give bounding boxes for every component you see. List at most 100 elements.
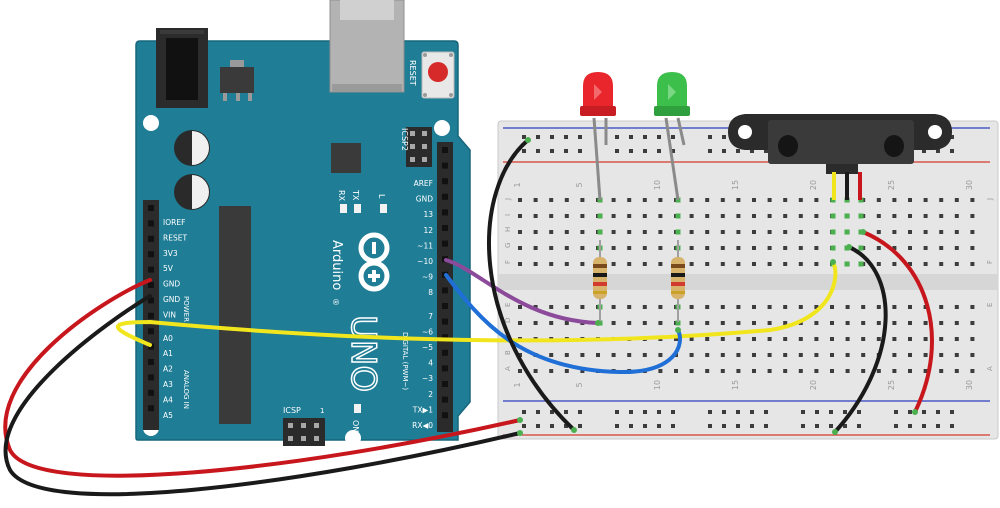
breadboard-hole <box>892 262 897 266</box>
connected-hole <box>830 245 836 251</box>
breadboard-hole <box>892 230 897 234</box>
breadboard-hole <box>954 214 959 218</box>
breadboard-hole <box>892 369 897 373</box>
rail-hole <box>629 410 633 414</box>
breadboard-hole <box>627 353 632 357</box>
left-pin-label: A1 <box>163 349 173 358</box>
breadboard-hole <box>736 321 741 325</box>
on-led <box>354 404 361 413</box>
breadboard-hole <box>705 246 710 250</box>
breadboard-hole <box>830 321 834 325</box>
connected-hole <box>858 213 864 219</box>
rail-hole <box>936 410 940 414</box>
rail-hole <box>736 424 740 428</box>
row-letter-e: E <box>504 303 512 307</box>
rail-hole <box>522 424 526 428</box>
reset-label: RESET <box>408 60 417 86</box>
breadboard-hole <box>876 246 881 250</box>
rail-hole <box>643 424 647 428</box>
breadboard-hole <box>564 305 569 309</box>
rail-hole <box>708 410 712 414</box>
breadboard-hole <box>658 353 663 357</box>
breadboard-hole <box>642 353 647 357</box>
breadboard-hole <box>627 198 632 202</box>
breadboard-hole <box>533 321 538 325</box>
breadboard-hole <box>564 198 569 202</box>
breadboard-hole <box>518 230 522 234</box>
breadboard-hole <box>689 305 694 309</box>
header-pin <box>148 374 154 381</box>
breadboard-hole <box>923 230 928 234</box>
breadboard-hole <box>720 369 725 373</box>
left-pin-label: A2 <box>163 365 173 374</box>
col-number-30: 30 <box>965 180 974 190</box>
breadboard-hole <box>908 262 912 266</box>
breadboard-hole <box>954 369 959 373</box>
breadboard-hole <box>814 353 819 357</box>
rail-hole <box>536 135 540 139</box>
rail-hole <box>671 424 675 428</box>
breadboard-hole <box>861 337 866 341</box>
breadboard-hole <box>720 337 725 341</box>
breadboard-hole <box>892 214 897 218</box>
breadboard-hole <box>861 353 866 357</box>
breadboard-hole <box>518 198 522 202</box>
col-number-1: 1 <box>513 182 522 187</box>
breadboard-hole <box>689 214 694 218</box>
breadboard-hole <box>658 230 663 234</box>
rail-hole <box>950 149 954 153</box>
green-led <box>654 72 690 201</box>
breadboard-hole <box>611 353 616 357</box>
rail-hole <box>894 410 898 414</box>
breadboard-hole <box>549 262 554 266</box>
breadboard-hole <box>580 369 585 373</box>
rail-hole <box>736 410 740 414</box>
breadboard-hole <box>611 198 616 202</box>
col-number-25-bottom: 25 <box>887 380 896 390</box>
breadboard-hole <box>642 262 647 266</box>
reset-button[interactable] <box>421 51 455 99</box>
breadboard-hole <box>814 230 819 234</box>
header-pin <box>148 297 154 304</box>
red-led <box>580 72 616 201</box>
breadboard-hole <box>705 369 710 373</box>
rail-hole <box>615 135 619 139</box>
breadboard-hole <box>533 246 538 250</box>
arduino-logo-icon <box>358 232 390 292</box>
voltage-regulator <box>220 60 254 101</box>
rail-hole <box>764 410 768 414</box>
breadboard-hole <box>970 353 975 357</box>
breadboard-hole <box>689 246 694 250</box>
breadboard-hole <box>736 246 741 250</box>
right-pin-label: ~3 <box>422 374 433 383</box>
breadboard-hole <box>705 198 710 202</box>
icsp-header <box>283 418 325 446</box>
capacitor <box>174 174 210 210</box>
breadboard-hole <box>892 337 897 341</box>
breadboard-hole <box>752 214 756 218</box>
rail-hole <box>657 149 661 153</box>
l-led <box>380 204 387 213</box>
breadboard-hole <box>876 337 881 341</box>
breadboard-hole <box>580 353 585 357</box>
right-pin-label: 7 <box>428 312 433 321</box>
connected-hole <box>844 261 850 267</box>
breadboard-hole <box>720 198 725 202</box>
col-number-10: 10 <box>653 180 662 190</box>
breadboard-hole <box>720 246 725 250</box>
breadboard-hole <box>642 246 647 250</box>
breadboard-hole <box>518 353 522 357</box>
rail-hole <box>564 135 568 139</box>
rail-hole <box>750 149 754 153</box>
breadboard-hole <box>798 305 803 309</box>
rail-hole <box>657 135 661 139</box>
analog-in-label: ANALOG IN <box>182 370 190 409</box>
mounting-hole <box>434 120 450 136</box>
breadboard-hole <box>580 246 585 250</box>
breadboard-hole <box>845 337 850 341</box>
breadboard-hole <box>876 262 881 266</box>
wire-black-sensor-gnd <box>833 245 888 434</box>
rail-hole <box>708 135 712 139</box>
